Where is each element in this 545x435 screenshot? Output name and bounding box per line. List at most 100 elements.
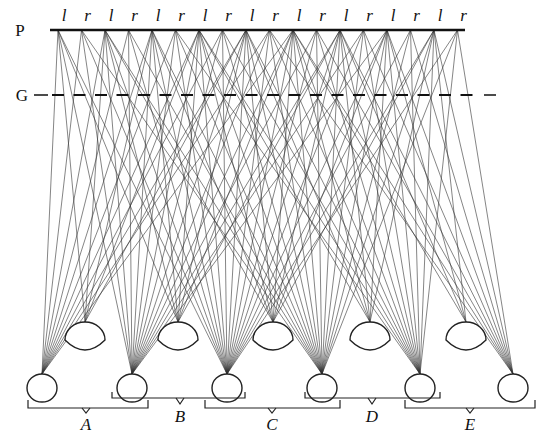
eye-lobe [158, 322, 198, 350]
ray [82, 30, 228, 374]
strip-letter: r [413, 7, 420, 24]
ray [199, 30, 227, 374]
strip-letter: l [109, 7, 114, 24]
ray [227, 30, 458, 374]
ray [42, 30, 223, 374]
ray [364, 30, 514, 374]
ray [199, 30, 420, 374]
ray [370, 30, 434, 322]
slit-bar [439, 94, 451, 96]
strip-letter: l [62, 7, 67, 24]
ray [340, 30, 420, 374]
ray [105, 30, 178, 322]
eye-positions [27, 322, 528, 402]
ray [293, 30, 322, 374]
bracket-point [268, 408, 276, 413]
slit-bar [461, 94, 473, 96]
ray-lines [42, 30, 513, 374]
bracket-point [176, 398, 184, 404]
ray [132, 30, 176, 374]
ray [58, 30, 85, 322]
ray [132, 30, 317, 374]
ray [105, 30, 322, 374]
bracket-point [466, 408, 474, 413]
bracket [405, 400, 535, 408]
ray [129, 30, 323, 374]
ray [42, 30, 246, 374]
ray [387, 30, 420, 374]
ray [317, 30, 421, 374]
zone-letter: E [463, 416, 477, 433]
slit-bar [375, 94, 387, 96]
ray [132, 30, 387, 374]
bracket-point [82, 408, 90, 413]
ray [270, 30, 514, 374]
eye-lobe [253, 322, 293, 350]
ray [223, 30, 228, 374]
ray [227, 30, 270, 374]
ray [322, 30, 434, 374]
strip-letter: l [156, 7, 161, 24]
slit-bar [353, 94, 365, 96]
ray [322, 30, 458, 374]
ray [227, 30, 434, 374]
ray [223, 30, 421, 374]
strip-letter: l [344, 7, 349, 24]
strip-letter: l [438, 7, 443, 24]
slit-bar [95, 94, 107, 96]
strip-letter: r [460, 7, 467, 24]
strip-letter: r [319, 7, 326, 24]
slit-bar [396, 94, 408, 96]
ray [132, 30, 293, 374]
ray [246, 30, 420, 374]
eye-lobe [350, 322, 390, 350]
slit-bar [332, 94, 344, 96]
ray [420, 30, 458, 374]
slit-bar [181, 94, 193, 96]
strip-letter: l [297, 7, 302, 24]
ray [42, 30, 199, 374]
ray [246, 30, 273, 322]
slit-bar [224, 94, 236, 96]
ray [370, 30, 387, 322]
ray [132, 30, 340, 374]
strip-letter: r [178, 7, 185, 24]
ray [178, 30, 340, 322]
ray [132, 30, 364, 374]
slit-bar [74, 94, 86, 96]
ray [42, 30, 270, 374]
strip-letter: l [203, 7, 208, 24]
ray [317, 30, 323, 374]
slit-bar [138, 94, 150, 96]
strip-letter: r [131, 7, 138, 24]
strip-letter: r [225, 7, 232, 24]
ray [322, 30, 411, 374]
ray [322, 30, 340, 374]
ray [246, 30, 322, 374]
ray [273, 30, 387, 322]
strip-letter: r [366, 7, 373, 24]
ray [227, 30, 340, 374]
ray [322, 30, 387, 374]
zone-letter: A [79, 416, 93, 433]
ray [42, 30, 58, 374]
slit-bar [117, 94, 129, 96]
strip-letter: l [250, 7, 255, 24]
ray [322, 30, 364, 374]
zone-brackets [28, 392, 535, 413]
bracket-point [368, 398, 376, 404]
ray [85, 30, 246, 322]
grid-slits [52, 94, 473, 96]
slit-bar [203, 94, 215, 96]
zone-letter: B [173, 408, 187, 425]
eye-circle [498, 374, 528, 402]
ray [270, 30, 421, 374]
eye-lobe [65, 322, 105, 350]
ray [434, 30, 513, 374]
ray [132, 30, 270, 374]
slit-bar [267, 94, 279, 96]
eye-circle [27, 374, 57, 402]
slit-bar [289, 94, 301, 96]
bracket [28, 400, 148, 408]
